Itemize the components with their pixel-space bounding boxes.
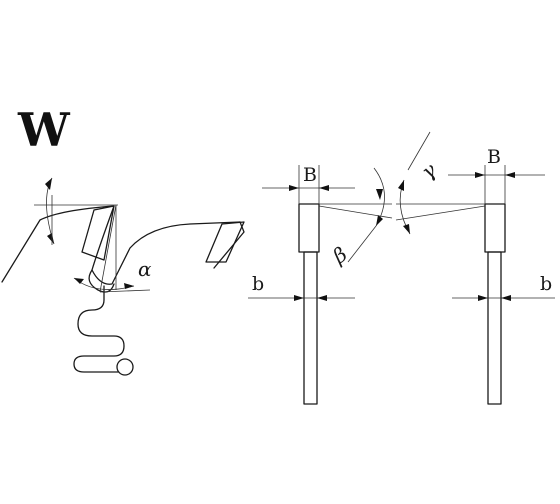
alpha-label: α	[138, 257, 152, 281]
carbide-tip-back	[205, 221, 245, 263]
beta-label: β	[327, 242, 351, 269]
tip-side	[298, 203, 320, 253]
top-view-gamma: B b γ	[395, 131, 555, 405]
gamma-label: γ	[416, 158, 441, 184]
kerf-width-label-mid: B	[303, 164, 317, 186]
blade-body-side	[303, 251, 318, 405]
blade-body-top	[487, 251, 502, 405]
relief-hole	[116, 358, 134, 376]
body-thickness-label-right: b	[540, 273, 552, 295]
tip-top	[484, 203, 506, 253]
body-thickness-label-mid: b	[252, 273, 264, 295]
kerf-width-label-right: B	[487, 146, 501, 168]
carbide-tip-front	[81, 205, 115, 261]
side-view-beta: B b β	[248, 164, 393, 405]
grind-type-label: W	[17, 103, 71, 157]
tooth-profile-view: α	[1, 177, 245, 376]
